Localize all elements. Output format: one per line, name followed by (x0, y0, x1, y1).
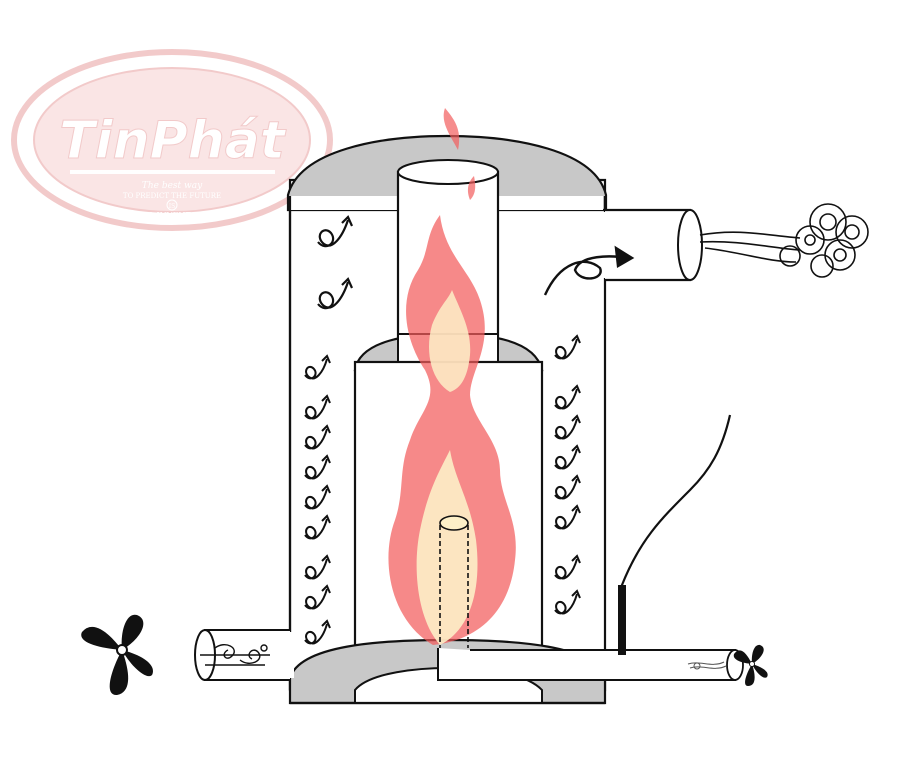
fan-icon-small (733, 644, 768, 686)
watermark-brand: TinPhát (59, 111, 287, 171)
watermark-tagline-4: TO INVENT IT (142, 211, 202, 220)
watermark-tagline-3: IS (169, 203, 175, 210)
exhaust-pipe (600, 208, 703, 282)
air-inlet-pipe (194, 629, 294, 681)
fan-icon (81, 614, 153, 696)
air-swirl-icon (200, 644, 270, 666)
fuel-rod (439, 515, 469, 648)
watermark-tagline-1: The best way (142, 181, 203, 191)
feed-pipe (437, 648, 744, 681)
flame-icon (388, 108, 516, 645)
igniter-wire (618, 414, 732, 655)
watermark-tagline-2: TO PREDICT THE FUTURE (123, 192, 221, 200)
brand-watermark: TinPhát The best way TO PREDICT THE FUTU… (11, 49, 333, 231)
smoke-cloud-icon (699, 203, 869, 278)
exhaust-arrow-icon (543, 245, 635, 296)
